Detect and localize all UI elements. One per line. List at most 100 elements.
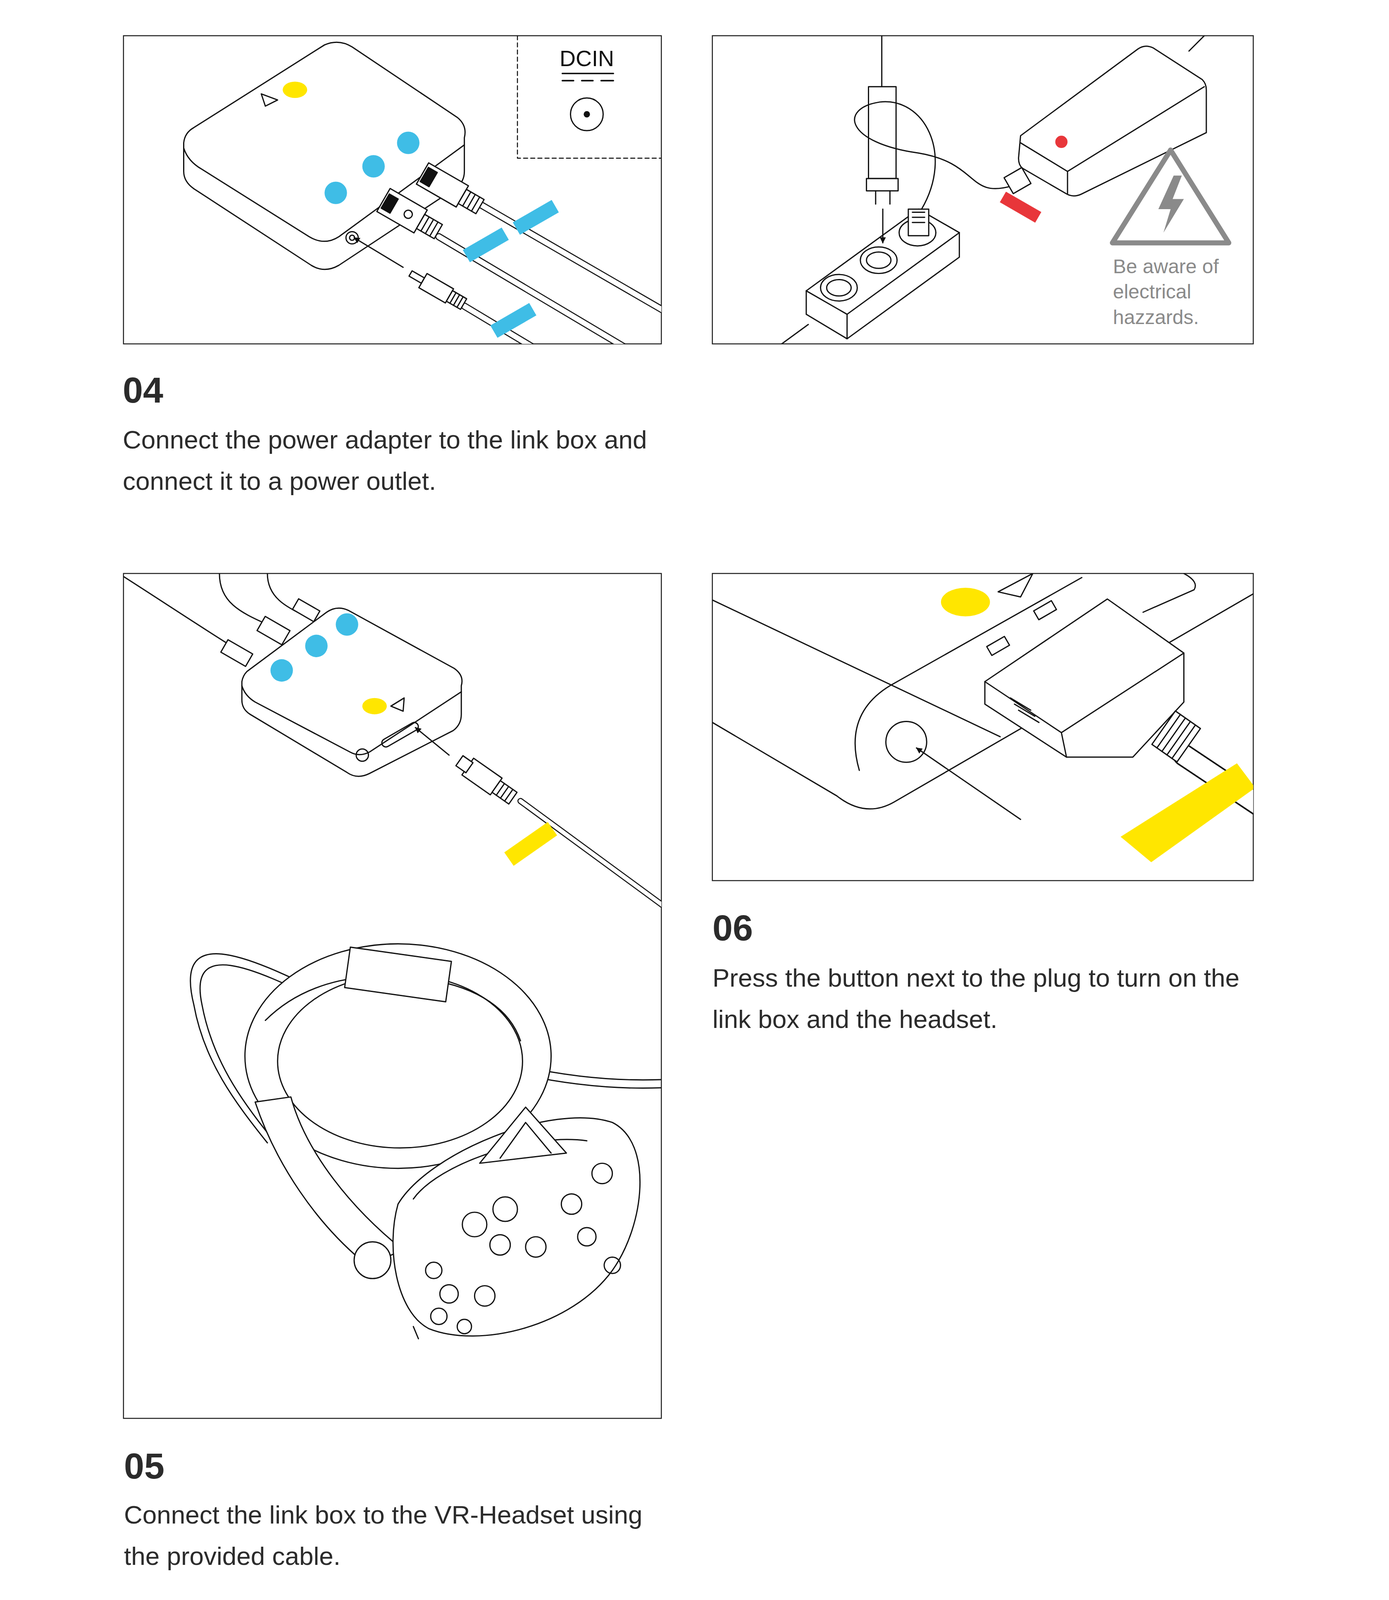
link-box-part	[270, 659, 293, 682]
power-strip-part	[806, 209, 960, 339]
headset-plug-part	[1061, 732, 1067, 758]
power-strip-part	[912, 211, 925, 213]
plug-part	[866, 178, 899, 191]
headset-cable-part	[453, 752, 519, 807]
usb-cables-part-part	[420, 167, 438, 187]
vr-headset-part	[344, 947, 452, 1002]
power-strip-part	[908, 209, 929, 236]
warning-note: Be aware of electrical hazzards.	[1112, 253, 1250, 330]
link-box-closeup-part	[916, 748, 1021, 820]
dcin-inset-part	[601, 79, 614, 82]
back-cables-part	[123, 576, 230, 645]
vr-headset-part	[493, 1196, 518, 1222]
barrel-plug-part-part	[446, 290, 467, 310]
headset-cable-part-part	[504, 789, 513, 801]
plug-part	[868, 86, 897, 179]
panel-frame-part	[123, 35, 662, 344]
link-box-closeup-part	[986, 636, 1010, 656]
link-box-closeup-part	[712, 600, 1001, 737]
power-strip-part	[770, 324, 808, 344]
barrel-plug-part	[354, 237, 404, 268]
headset-plug-part	[1120, 763, 1254, 863]
step-instruction: Connect the link box to the VR-Headset u…	[123, 1493, 680, 1578]
headset-cable-part-part	[492, 780, 518, 805]
link-box-part	[183, 145, 465, 242]
usb-cables-part	[479, 204, 662, 317]
power-strip-part	[860, 246, 898, 274]
vr-headset-part	[489, 1234, 510, 1255]
vr-headset-part	[591, 1162, 613, 1184]
back-cables-part	[220, 639, 253, 667]
headset-plug-part	[984, 652, 1185, 733]
power-strip-part	[806, 232, 960, 315]
vr-headset	[245, 943, 641, 1339]
link-box-part	[324, 181, 347, 204]
link-box-part	[282, 81, 308, 99]
headset-plug-part	[1018, 709, 1039, 723]
link-box-part	[415, 727, 449, 756]
vr-headset-part	[500, 1122, 551, 1158]
dcin-inset	[517, 35, 662, 158]
link-box-closeup-part	[941, 587, 991, 617]
usb-cables-part	[479, 204, 662, 317]
power-strip-part	[912, 216, 925, 218]
power-strip-part	[820, 274, 858, 301]
headset-plug	[984, 598, 1254, 863]
power-strip-part	[866, 252, 892, 269]
adapter-cable-part-part	[1004, 167, 1032, 194]
link-box-power	[183, 35, 662, 344]
link-box-closeup-part	[886, 721, 927, 763]
dcin-inset-part	[570, 97, 603, 131]
vr-headset-part	[277, 974, 523, 1149]
adapter-cable-part	[1188, 35, 1205, 51]
usb-cables-part-part	[416, 214, 443, 239]
link-box	[241, 607, 463, 777]
link-box-part	[335, 613, 358, 636]
plug-part	[889, 190, 891, 205]
usb-cables-part-part	[381, 193, 398, 214]
barrel-plug-part-part	[457, 296, 464, 308]
vr-headset-part	[561, 1193, 582, 1214]
adapter-cable-part	[854, 101, 1013, 210]
link-box-button	[712, 573, 1254, 863]
vr-headset-part	[413, 1326, 419, 1339]
power-strip-part	[826, 279, 851, 296]
usb-cables-part-part	[429, 221, 439, 236]
barrel-plug-part	[406, 266, 468, 312]
vr-headset-part	[577, 1227, 596, 1246]
vr-headset-part	[474, 1285, 495, 1306]
step-instruction: Connect the power adapter to the link bo…	[122, 419, 679, 503]
vr-headset-part	[439, 1284, 458, 1303]
panel-frame	[123, 35, 1254, 1418]
usb-cables-part	[376, 188, 446, 244]
vr-headset-part	[457, 1319, 472, 1334]
link-box-part	[304, 634, 328, 658]
usb-cables-part-part	[402, 208, 414, 220]
back-cables-part	[257, 616, 291, 645]
dcin-inset-part	[584, 111, 590, 117]
link-box	[183, 42, 466, 270]
panel-frame-part	[123, 573, 662, 1418]
back-cables-part	[219, 573, 268, 625]
link-box-closeup-part	[1033, 600, 1057, 620]
headset-plug-part-part	[1172, 724, 1196, 759]
usb-cables-part	[512, 200, 559, 235]
vr-headset-part	[254, 1096, 403, 1266]
link-box-part	[183, 42, 466, 270]
headset-connection	[123, 573, 662, 1339]
vr-headset-part	[354, 1241, 391, 1279]
vr-headset-part	[604, 1257, 621, 1274]
link-box-part	[345, 231, 359, 244]
adapter-cable	[854, 35, 1207, 223]
headset-cable-part	[504, 821, 558, 866]
link-box-part	[380, 720, 420, 749]
dcin-inset-part	[517, 35, 662, 158]
headset-plug-part	[1151, 710, 1201, 762]
power-strip	[770, 209, 960, 344]
power-strip-part	[912, 221, 925, 224]
link-box-part	[362, 154, 385, 178]
headset-cable-part-part	[455, 755, 473, 773]
step-number: 04	[122, 370, 289, 411]
plug-part	[882, 209, 884, 243]
vr-headset-part	[430, 1307, 448, 1325]
